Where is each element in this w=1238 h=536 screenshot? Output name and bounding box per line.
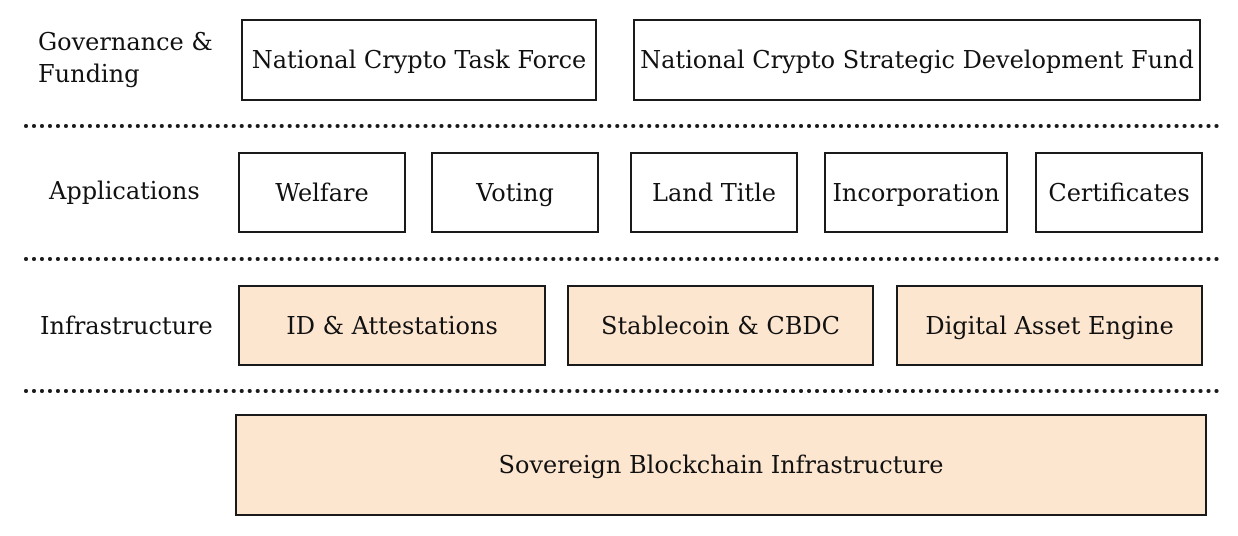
box-national-crypto-strategic-development-fund: National Crypto Strategic Development Fu… <box>633 19 1201 101</box>
layer-divider-3 <box>24 389 1220 393</box>
box-stablecoin-cbdc: Stablecoin & CBDC <box>567 285 874 366</box>
layer-divider-1 <box>24 124 1220 128</box>
box-certificates: Certificates <box>1035 152 1203 233</box>
box-national-crypto-task-force: National Crypto Task Force <box>241 19 597 101</box>
layer-divider-2 <box>24 257 1220 261</box>
box-land-title: Land Title <box>630 152 798 233</box>
layer-label-applications: Applications <box>49 177 200 205</box>
box-voting: Voting <box>431 152 599 233</box>
layer-label-governance: Governance & Funding <box>38 28 213 88</box>
box-digital-asset-engine: Digital Asset Engine <box>896 285 1203 366</box>
box-sovereign-blockchain-infrastructure: Sovereign Blockchain Infrastructure <box>235 414 1207 516</box>
box-id-attestations: ID & Attestations <box>238 285 546 366</box>
box-incorporation: Incorporation <box>824 152 1008 233</box>
layer-label-infrastructure: Infrastructure <box>40 312 213 340</box>
box-welfare: Welfare <box>238 152 406 233</box>
